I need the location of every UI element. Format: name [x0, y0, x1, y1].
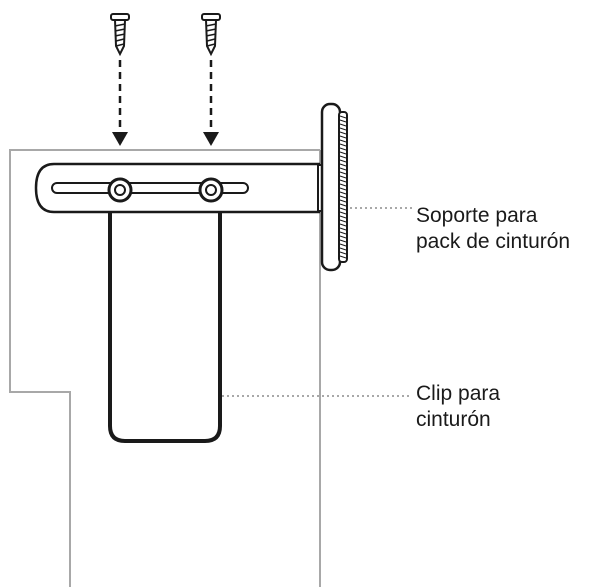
knurl-line	[339, 183, 347, 187]
arrow-down-icon	[203, 60, 219, 146]
label-mount-line2: pack de cinturón	[416, 230, 571, 253]
knurl-line	[339, 227, 347, 231]
knurl-line	[339, 243, 347, 247]
label-clip-line1: Clip para	[416, 382, 501, 405]
knurl-line	[339, 231, 347, 235]
label-belt-clip: Clip para cinturón	[416, 381, 500, 433]
knurl-line	[339, 171, 347, 175]
knurl-line	[339, 115, 347, 119]
screw-icon	[201, 13, 221, 57]
knurl-line	[339, 127, 347, 131]
knurl-line	[339, 239, 347, 243]
belt-clip	[108, 189, 222, 443]
knob-rim	[320, 102, 342, 272]
knurl-line	[339, 207, 347, 211]
knob-knurl	[338, 111, 348, 263]
knurl-line	[339, 139, 347, 143]
knurl-line	[339, 159, 347, 163]
knurl-line	[339, 135, 347, 139]
knurl-line	[339, 163, 347, 167]
wall-panel-outline	[9, 149, 321, 587]
knurl-line	[339, 211, 347, 215]
knurl-line	[339, 119, 347, 123]
knurl-line	[339, 143, 347, 147]
knurl-line	[339, 147, 347, 151]
knurl-line	[339, 151, 347, 155]
knurl-line	[339, 199, 347, 203]
knurl-line	[339, 215, 347, 219]
knurl-line	[339, 123, 347, 127]
knurl-line	[339, 191, 347, 195]
knurl-line	[339, 167, 347, 171]
knurl-line	[339, 219, 347, 223]
label-clip-line2: cinturón	[416, 408, 491, 431]
knurl-line	[339, 175, 347, 179]
screw-icon	[110, 13, 130, 57]
knurl-line	[339, 235, 347, 239]
knurl-line	[339, 187, 347, 191]
knurl-line	[339, 131, 347, 135]
knurl-line	[339, 251, 347, 255]
arrow-down-icon	[112, 60, 128, 146]
knurl-line	[339, 195, 347, 199]
knob-knurl-texture	[339, 115, 347, 259]
knurl-line	[339, 203, 347, 207]
knurl-line	[339, 155, 347, 159]
label-mount-line1: Soporte para	[416, 204, 538, 227]
label-belt-pack-mount: Soporte para pack de cinturón	[416, 203, 570, 255]
knurl-line	[339, 255, 347, 259]
knurl-line	[339, 179, 347, 183]
rivet-left	[107, 177, 133, 203]
rivet-right	[198, 177, 224, 203]
knurl-line	[339, 223, 347, 227]
knurl-line	[339, 247, 347, 251]
